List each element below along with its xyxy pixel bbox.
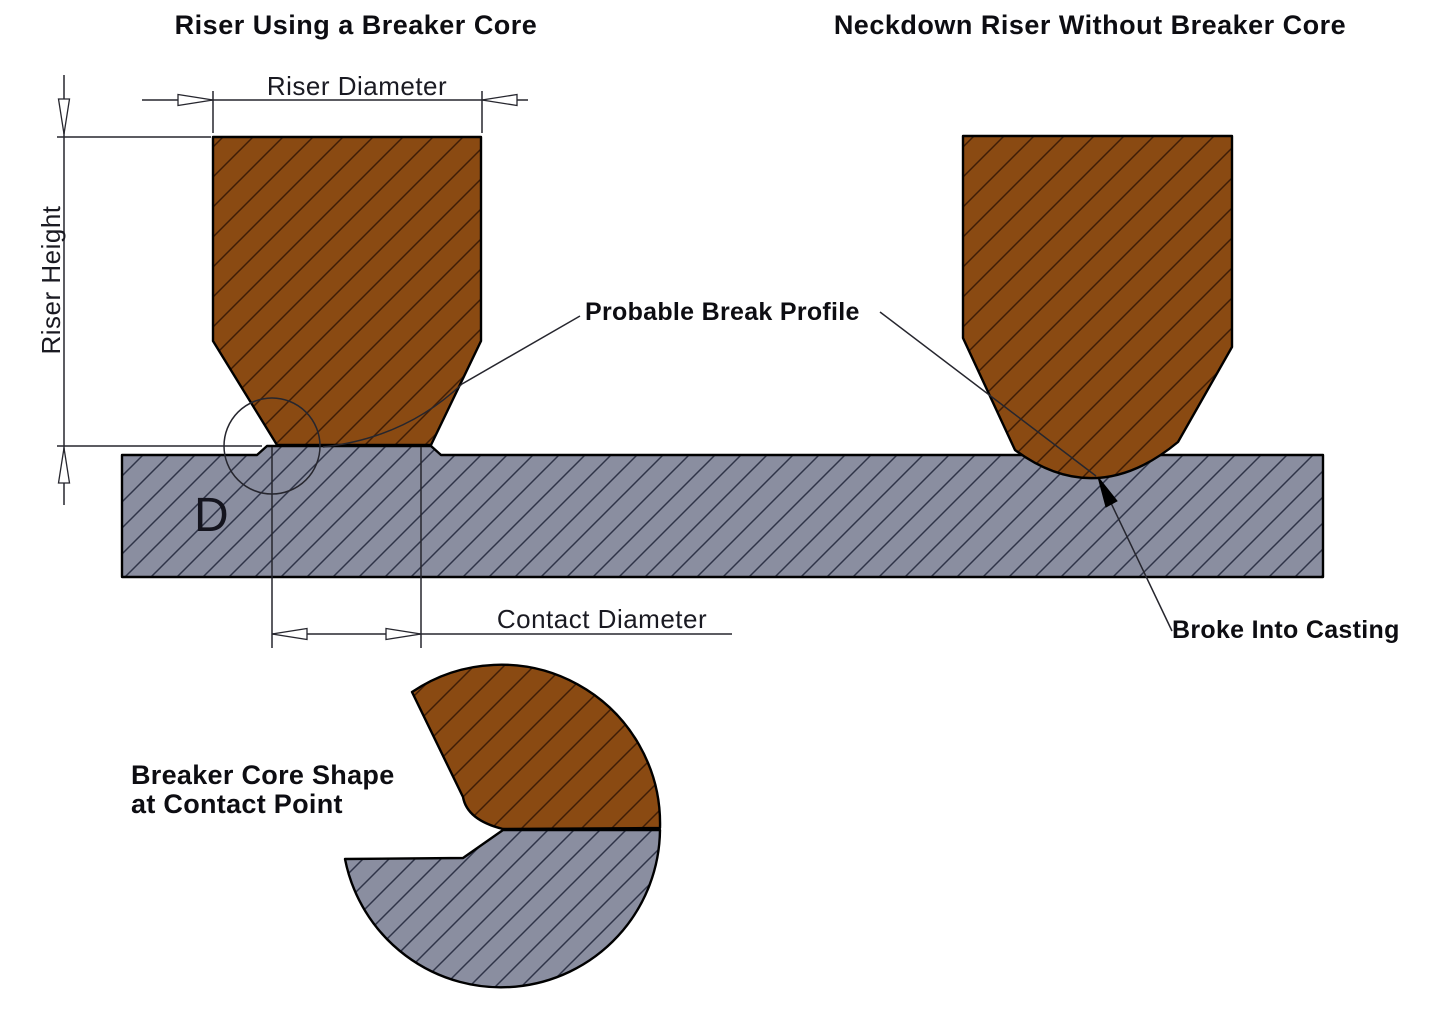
riser-diameter-dimension: Riser Diameter — [142, 71, 528, 133]
breaker-core-shape-label-line1: Breaker Core Shape — [131, 760, 395, 790]
title-right-neckdown-riser: Neckdown Riser Without Breaker Core — [834, 10, 1346, 40]
riser-diameter-label: Riser Diameter — [267, 71, 447, 101]
riser-diameter-arrow-right-icon — [481, 93, 518, 107]
riser-height-arrow-bottom-icon — [57, 447, 71, 484]
breaker-core-section-riser-part — [410, 663, 662, 831]
riser-right-shape — [961, 134, 1234, 480]
riser-left-shape — [211, 135, 483, 447]
break-profile-leader-right — [879, 311, 1097, 477]
riser-diameter-arrow-left-icon — [177, 93, 214, 107]
broke-into-casting-arrow-icon — [1097, 476, 1118, 508]
break-profile-leader-left — [461, 315, 581, 385]
contact-diameter-arrow-right-icon — [385, 627, 422, 641]
breaker-core-section-casting-part — [343, 828, 662, 989]
riser-height-label: Riser Height — [36, 205, 66, 354]
broke-into-casting-annotation: Broke Into Casting — [1097, 476, 1400, 644]
detail-marker-label: D — [194, 489, 229, 542]
broke-into-casting-leader — [1110, 502, 1173, 632]
title-left-riser-with-breaker-core: Riser Using a Breaker Core — [175, 10, 538, 40]
casting-slab — [120, 444, 1325, 579]
riser-height-arrow-top-icon — [57, 98, 71, 135]
breaker-core-shape-label-line2: at Contact Point — [131, 789, 343, 819]
riser-diameter-extension-lines — [212, 91, 483, 133]
broke-into-casting-label: Broke Into Casting — [1172, 616, 1400, 644]
break-profile-curve-left — [322, 383, 463, 448]
breaker-core-section-figure: Breaker Core Shape at Contact Point — [131, 663, 662, 989]
contact-diameter-label: Contact Diameter — [497, 604, 707, 634]
riser-height-dimension: Riser Height — [36, 75, 262, 505]
contact-diameter-dimension: Contact Diameter — [271, 604, 732, 641]
probable-break-profile-annotation: Probable Break Profile — [461, 298, 1097, 477]
riser-height-extension-lines — [57, 136, 262, 447]
probable-break-profile-label: Probable Break Profile — [585, 298, 860, 326]
contact-diameter-arrow-left-icon — [271, 627, 308, 641]
